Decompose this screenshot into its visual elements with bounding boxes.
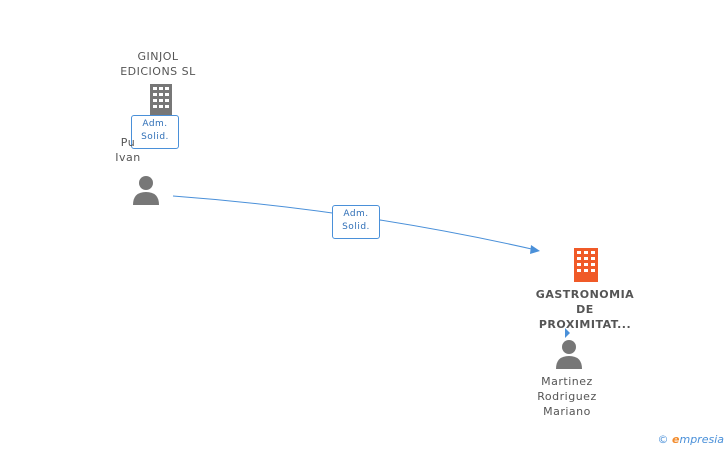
node-label-gastronomia: GASTRONOMIA DE PROXIMITAT... xyxy=(535,288,635,331)
person-icon[interactable] xyxy=(132,175,160,205)
building-icon[interactable] xyxy=(572,248,600,282)
person-icon[interactable] xyxy=(555,339,583,369)
edge-arrow-head xyxy=(530,245,540,254)
node-label-puig: Pu Ivan xyxy=(115,136,141,164)
building-icon[interactable] xyxy=(149,84,173,118)
copyright-symbol: © xyxy=(657,433,669,446)
footer-brand: © empresia xyxy=(658,433,724,446)
edge-arrow-head-small xyxy=(565,328,570,338)
node-label-martinez: Martinez Rodriguez Mariano xyxy=(537,375,597,418)
brand-logo-text: mpresia xyxy=(679,433,724,446)
brand-logo-e: e xyxy=(672,433,680,446)
edge-label-ginjol-puig: Adm. Solid. xyxy=(131,115,179,149)
edge-label-puig-gastronomia: Adm. Solid. xyxy=(332,205,380,239)
node-label-ginjol: GINJOL EDICIONS SL xyxy=(120,50,196,78)
